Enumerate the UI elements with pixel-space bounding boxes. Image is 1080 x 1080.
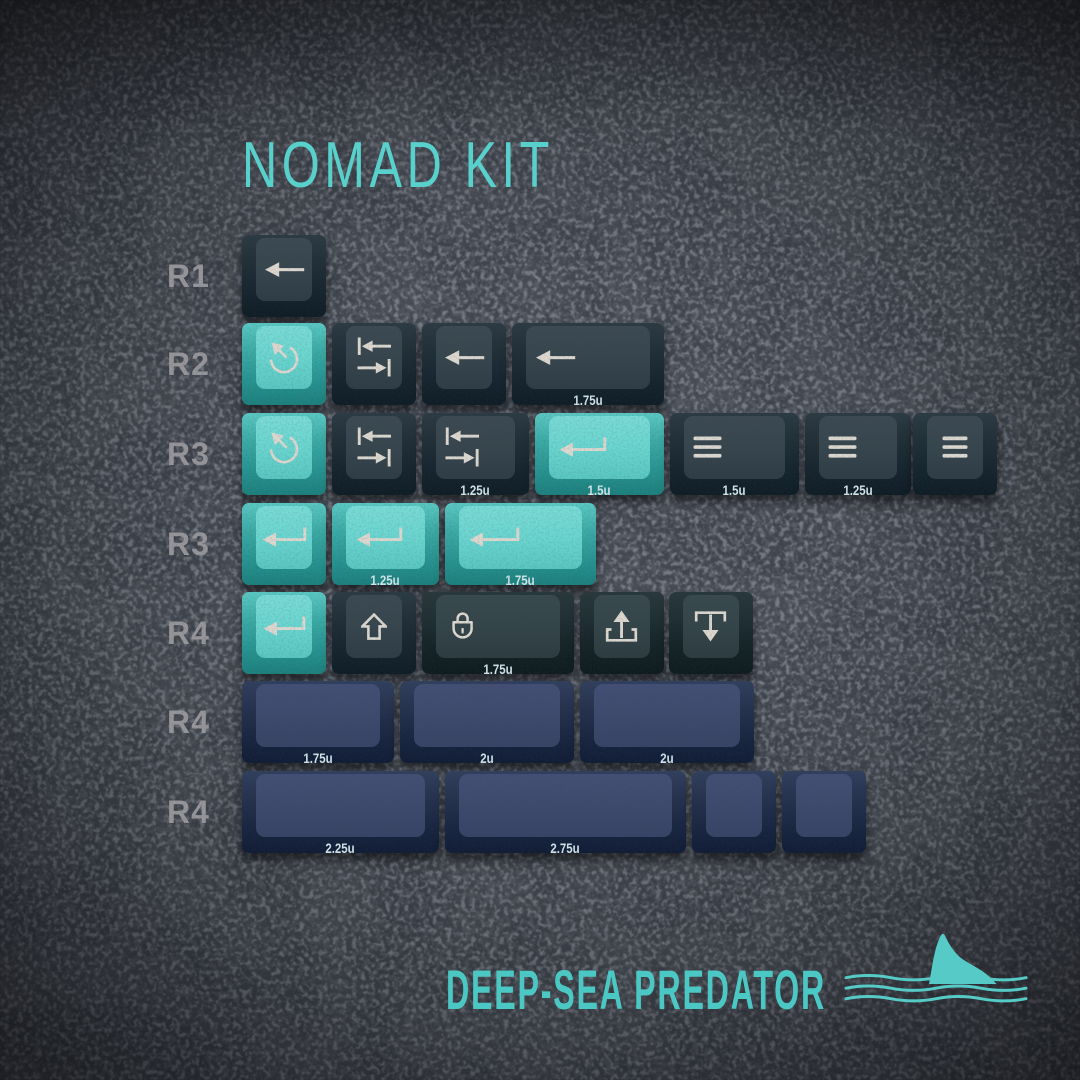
- svg-text:NOMAD KIT: NOMAD KIT: [242, 129, 554, 201]
- svg-text:DEEP-SEA PREDATOR: DEEP-SEA PREDATOR: [446, 958, 826, 1021]
